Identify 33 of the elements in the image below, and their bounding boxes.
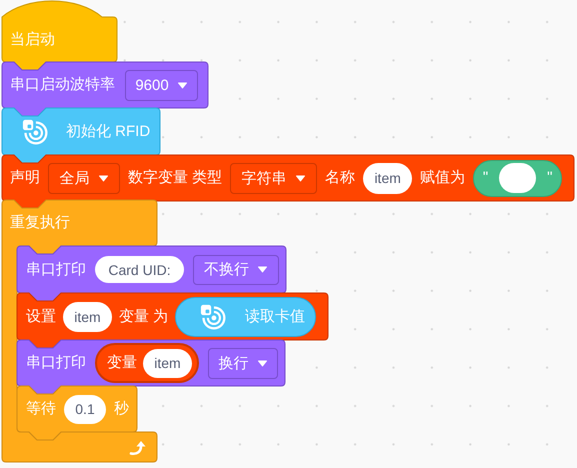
command-block [17, 340, 285, 394]
dropdown-menu: 换行 [208, 348, 278, 378]
quote-mark: " [547, 169, 552, 187]
command-block [2, 155, 574, 209]
block-label: 串口打印 [26, 354, 86, 372]
block-label: 串口启动波特率 [10, 76, 115, 94]
quote-mark: " [482, 169, 488, 187]
reporter-block [95, 343, 199, 383]
block-label: 变量 [107, 354, 137, 372]
dropdown-menu: 字符串 [230, 162, 318, 194]
input-field: Card UID: [95, 256, 184, 283]
dropdown-menu: 全局 [48, 162, 120, 194]
reporter-block [175, 296, 316, 336]
block-label: 声明 [10, 169, 40, 187]
block-label: 读取卡值 [245, 308, 306, 326]
command-block [17, 386, 137, 440]
block-label: 串口打印 [26, 260, 86, 278]
block-label: 等待 [26, 400, 56, 418]
block-label: 秒 [114, 400, 129, 418]
input-field [499, 163, 536, 193]
block-label: 初始化 RFID [66, 122, 150, 140]
block-label: 名称 [325, 169, 356, 187]
block-label: 重复执行 [10, 214, 70, 232]
dropdown-menu: 9600 [125, 70, 198, 100]
input-field: item [143, 348, 192, 378]
block-label: 当启动 [10, 30, 55, 48]
hat-block [2, 1, 117, 70]
text-reporter-block [473, 160, 562, 196]
block-label: 变量 为 [119, 308, 168, 326]
block-label: 数字变量 类型 [128, 169, 222, 187]
dropdown-menu: 不换行 [193, 254, 279, 284]
block-label: 赋值为 [420, 169, 466, 187]
block-label: 设置 [26, 308, 56, 326]
